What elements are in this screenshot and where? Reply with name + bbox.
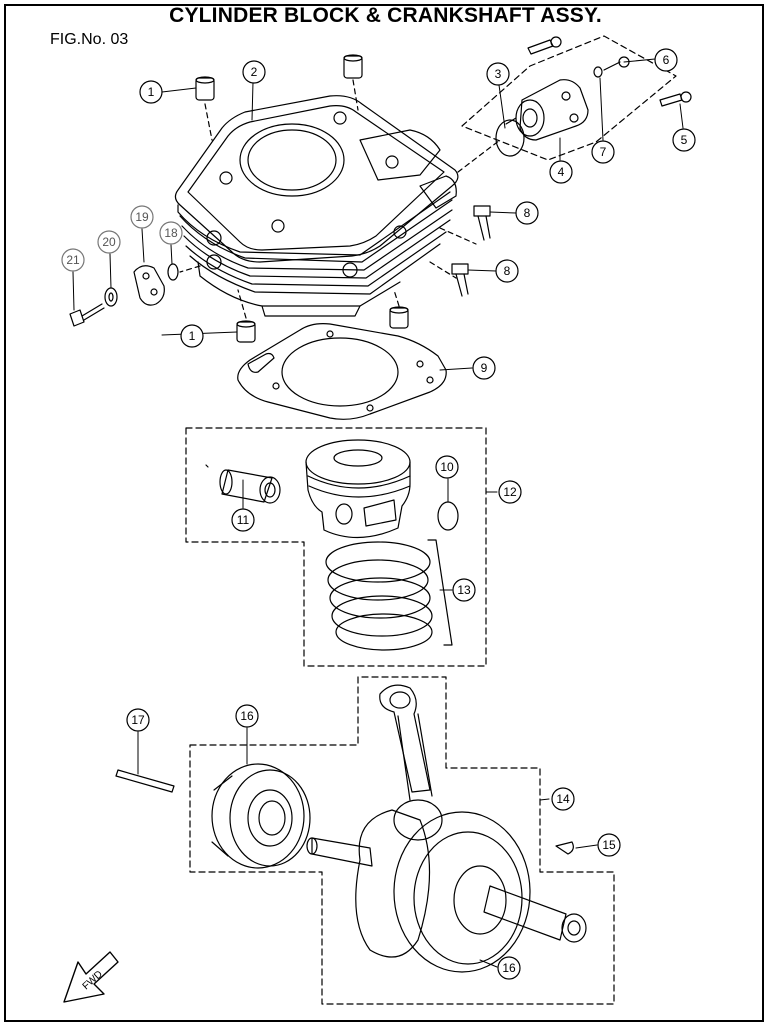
callout-20: 20	[97, 230, 121, 254]
callout-16b-number: 16	[502, 961, 516, 975]
crankshaft-group-box	[189, 676, 615, 1005]
tensioner-group-box	[461, 35, 677, 161]
callout-4-number: 4	[558, 165, 565, 179]
callout-8a: 8	[515, 201, 539, 225]
piston	[305, 439, 411, 539]
callout-17: 17	[126, 708, 150, 732]
woodruff-key	[555, 841, 574, 855]
callout-8a-number: 8	[524, 206, 531, 220]
callout-10: 10	[435, 455, 459, 479]
cylinder-base-gasket	[237, 323, 447, 420]
callout-13: 13	[452, 578, 476, 602]
callout-20-number: 20	[102, 235, 116, 249]
callout-9: 9	[472, 356, 496, 380]
figure-number: FIG.No. 03	[50, 31, 129, 48]
bolt-21	[69, 303, 105, 327]
dowel-pin-top-left	[195, 76, 215, 101]
callout-1a-number: 1	[148, 85, 155, 99]
diagram-frame	[4, 4, 764, 1022]
callout-12-number: 12	[503, 485, 517, 499]
callout-4: 4	[549, 160, 573, 184]
callout-5: 5	[672, 128, 696, 152]
callout-1a: 1	[139, 80, 163, 104]
callout-6: 6	[654, 48, 678, 72]
callout-8b: 8	[495, 259, 519, 283]
callout-12: 12	[498, 480, 522, 504]
stud-bolt-lower	[451, 263, 469, 297]
callout-9-number: 9	[481, 361, 488, 375]
callout-21-number: 21	[66, 253, 80, 267]
piston-pin	[205, 464, 281, 504]
cylinder-block-drawing	[174, 95, 459, 317]
callout-15: 15	[597, 833, 621, 857]
plate-19	[133, 265, 165, 306]
crankshaft-bearing	[211, 763, 311, 869]
callout-16a: 16	[235, 704, 259, 728]
rings-bracket	[427, 539, 453, 646]
callout-7-number: 7	[600, 145, 607, 159]
piston-group-box	[185, 427, 487, 667]
callout-3: 3	[486, 62, 510, 86]
callout-2: 2	[242, 60, 266, 84]
callout-18-number: 18	[164, 226, 178, 240]
callout-8b-number: 8	[504, 264, 511, 278]
callout-6-number: 6	[663, 53, 670, 67]
callout-17-number: 17	[131, 713, 145, 727]
leader-lines	[72, 58, 684, 968]
dowel-pin-top-right	[343, 54, 363, 79]
callout-3-number: 3	[495, 67, 502, 81]
alignment-lines	[179, 79, 501, 319]
callout-16b: 16	[497, 956, 521, 980]
callout-13-number: 13	[457, 583, 471, 597]
callout-7: 7	[591, 140, 615, 164]
callout-2-number: 2	[251, 65, 258, 79]
callout-11: 11	[231, 508, 255, 532]
diagram-title: CYLINDER BLOCK & CRANKSHAFT ASSY.	[169, 4, 602, 27]
callout-5-number: 5	[681, 133, 688, 147]
stud-bolt-upper	[473, 205, 491, 241]
piston-rings	[325, 541, 433, 651]
o-ring-18	[167, 263, 179, 281]
callout-1b: 1	[180, 324, 204, 348]
dowel-pin-bottom-right	[389, 306, 409, 329]
callout-14: 14	[551, 787, 575, 811]
crankshaft	[306, 684, 587, 973]
callout-19: 19	[130, 205, 154, 229]
callout-18: 18	[159, 221, 183, 245]
callout-16a-number: 16	[240, 709, 254, 723]
callout-10-number: 10	[440, 460, 454, 474]
callout-19-number: 19	[135, 210, 149, 224]
callout-1b-number: 1	[189, 329, 196, 343]
callout-15-number: 15	[602, 838, 616, 852]
callout-14-number: 14	[556, 792, 570, 806]
callout-21: 21	[61, 248, 85, 272]
dowel-pin-17	[115, 769, 175, 793]
callout-11-number: 11	[237, 513, 250, 527]
